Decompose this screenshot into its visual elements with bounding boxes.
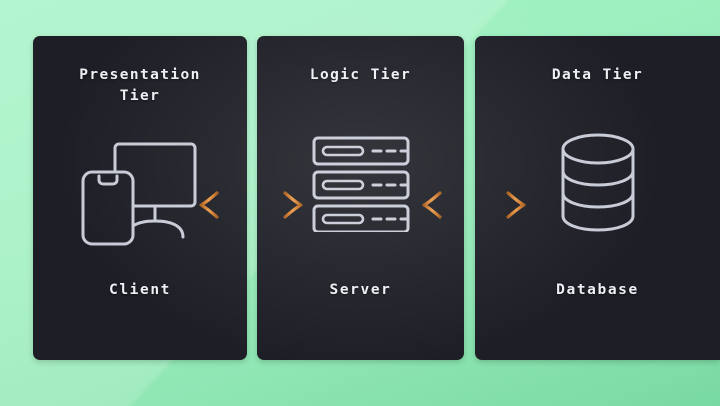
tier-title-line2: Tier: [119, 88, 161, 104]
tier-label-database: Database: [556, 282, 639, 298]
tier-title-data: Data Tier: [551, 67, 644, 83]
icon-container-database: [475, 86, 720, 282]
icon-container-client: [33, 107, 247, 282]
icon-container-server: [257, 86, 464, 282]
tier-title-line1: Presentation: [79, 67, 201, 83]
tier-panel-presentation[interactable]: Presentation Tier: [33, 36, 247, 360]
tier-title-presentation: Presentation Tier: [79, 65, 201, 107]
tier-label-client: Client: [109, 282, 171, 298]
monitor-and-phone-icon: [81, 142, 197, 245]
tier-panel-logic[interactable]: Logic Tier: [257, 36, 464, 360]
tier-panel-data[interactable]: Data Tier Database: [475, 36, 720, 360]
tier-label-server: Server: [329, 282, 392, 298]
server-rack-icon: [312, 136, 409, 232]
database-cylinder-icon: [561, 133, 634, 232]
tier-title-logic: Logic Tier: [309, 67, 412, 83]
